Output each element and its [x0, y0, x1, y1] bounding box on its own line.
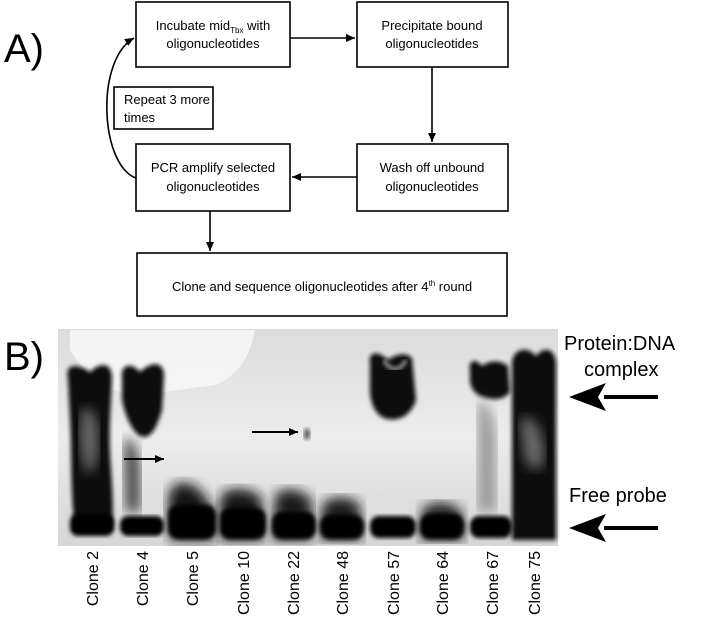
lane-labels: Clone 2 Clone 4 Clone 5 Clone 10 Clone 22 Clo…	[85, 551, 544, 615]
panel-b-label: B)	[4, 335, 44, 379]
lane-label-clone-48: Clone 48	[335, 551, 352, 615]
lane-clone-22	[272, 428, 316, 540]
pcr-line1: PCR amplify selected	[151, 160, 275, 175]
precipitate-line2: oligonucleotides	[385, 36, 479, 51]
lane-label-clone-22: Clone 22	[286, 551, 303, 615]
gel-image	[58, 329, 558, 546]
lane-label-clone-4: Clone 4	[135, 551, 152, 606]
incubate-line1: Incubate midTbx with	[156, 18, 271, 35]
pcr-box: PCR amplify selected oligonucleotides	[135, 143, 291, 212]
lane-clone-64	[420, 502, 464, 540]
lane-clone-2	[67, 365, 114, 536]
complex-arrow	[569, 383, 658, 411]
wash-line2: oligonucleotides	[385, 179, 479, 194]
wash-box: Wash off unbound oligonucleotides	[356, 143, 509, 212]
free-probe-label: Free probe	[569, 485, 667, 507]
free-probe-arrow	[569, 514, 658, 542]
lane-label-clone-57: Clone 57	[386, 551, 403, 615]
lane-clone-5	[168, 482, 216, 540]
lane-label-clone-67: Clone 67	[485, 551, 502, 615]
lane-label-clone-10: Clone 10	[236, 551, 253, 615]
clone-box: Clone and sequence oligonucleotides afte…	[136, 252, 508, 317]
clone-text: Clone and sequence oligonucleotides afte…	[172, 279, 472, 294]
lane-label-clone-64: Clone 64	[435, 551, 452, 615]
complex-label-line2: complex	[584, 359, 658, 381]
lane-clone-75	[512, 349, 556, 540]
incubate-box: Incubate midTbx with oligonucleotides	[135, 1, 291, 68]
repeat-box: Repeat 3 more times	[113, 86, 214, 130]
lane-clone-4	[120, 364, 164, 536]
lane-label-clone-2: Clone 2	[85, 551, 102, 606]
lane-label-clone-75: Clone 75	[527, 551, 544, 615]
complex-label-line1: Protein:DNA	[564, 333, 676, 355]
pcr-line2: oligonucleotides	[166, 179, 260, 194]
precipitate-box: Precipitate bound oligonucleotides	[356, 1, 509, 68]
incubate-line2: oligonucleotides	[166, 36, 260, 51]
lane-clone-67	[469, 361, 512, 538]
arrow-repeat-loop	[106, 37, 137, 179]
lane-label-clone-5: Clone 5	[185, 551, 202, 606]
panel-a-label: A)	[4, 27, 44, 71]
precipitate-line1: Precipitate bound	[381, 18, 482, 33]
wash-line1: Wash off unbound	[380, 160, 485, 175]
lane-clone-57	[369, 353, 416, 538]
repeat-line1: Repeat 3 more	[124, 92, 210, 107]
repeat-line2: times	[124, 110, 156, 125]
lane-clone-10	[220, 489, 266, 540]
lane-clone-48	[320, 497, 364, 540]
